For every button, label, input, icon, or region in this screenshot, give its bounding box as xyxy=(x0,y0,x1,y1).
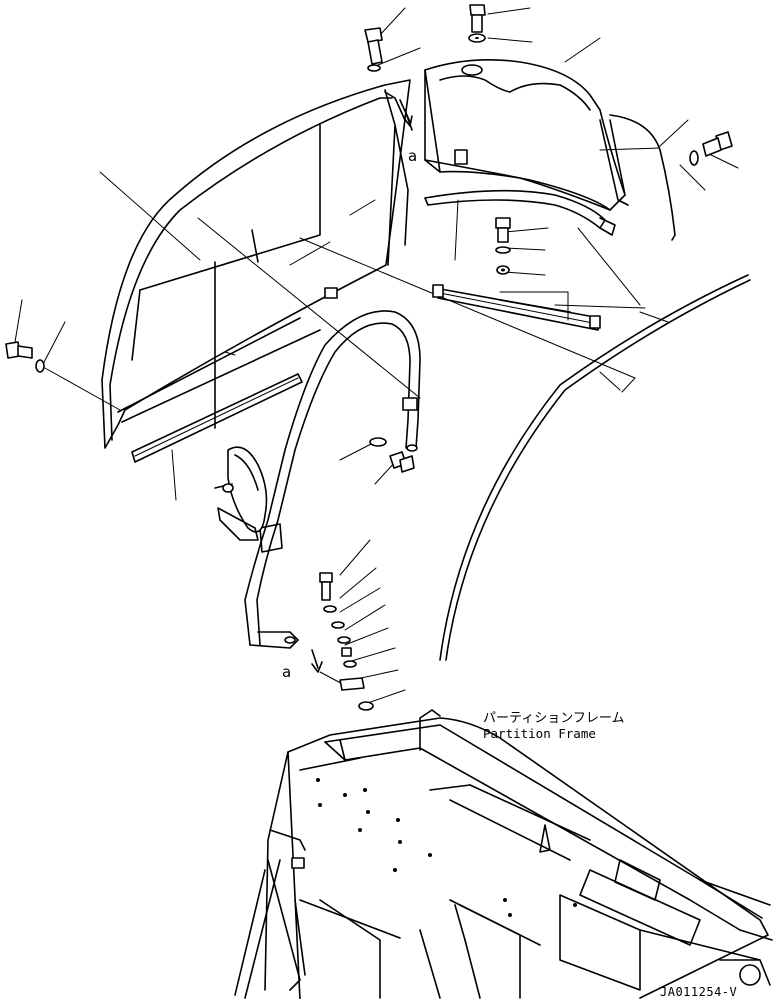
part-callouts: a a パーティションフレーム Partition Frame JA011254… xyxy=(282,147,737,999)
curved-seal xyxy=(439,274,751,661)
handrail xyxy=(244,310,421,649)
side-window-frame xyxy=(101,79,413,449)
glass-strip xyxy=(131,373,303,463)
partition-frame-label-jp: パーティションフレーム xyxy=(483,711,624,726)
partition-frame xyxy=(234,709,773,999)
view-arrows xyxy=(311,99,413,673)
cable xyxy=(609,114,676,241)
mirror xyxy=(214,446,268,541)
hardware xyxy=(5,4,733,711)
view-label-a-top: a xyxy=(408,147,417,165)
view-label-a-bottom: a xyxy=(282,663,291,681)
drawing-code: JA011254-V xyxy=(660,985,737,999)
top-cover xyxy=(424,58,629,211)
cover-strip xyxy=(424,189,616,236)
bar-assembly xyxy=(432,284,601,331)
leader-lines xyxy=(13,7,739,706)
partition-frame-label-en: Partition Frame xyxy=(483,726,596,741)
